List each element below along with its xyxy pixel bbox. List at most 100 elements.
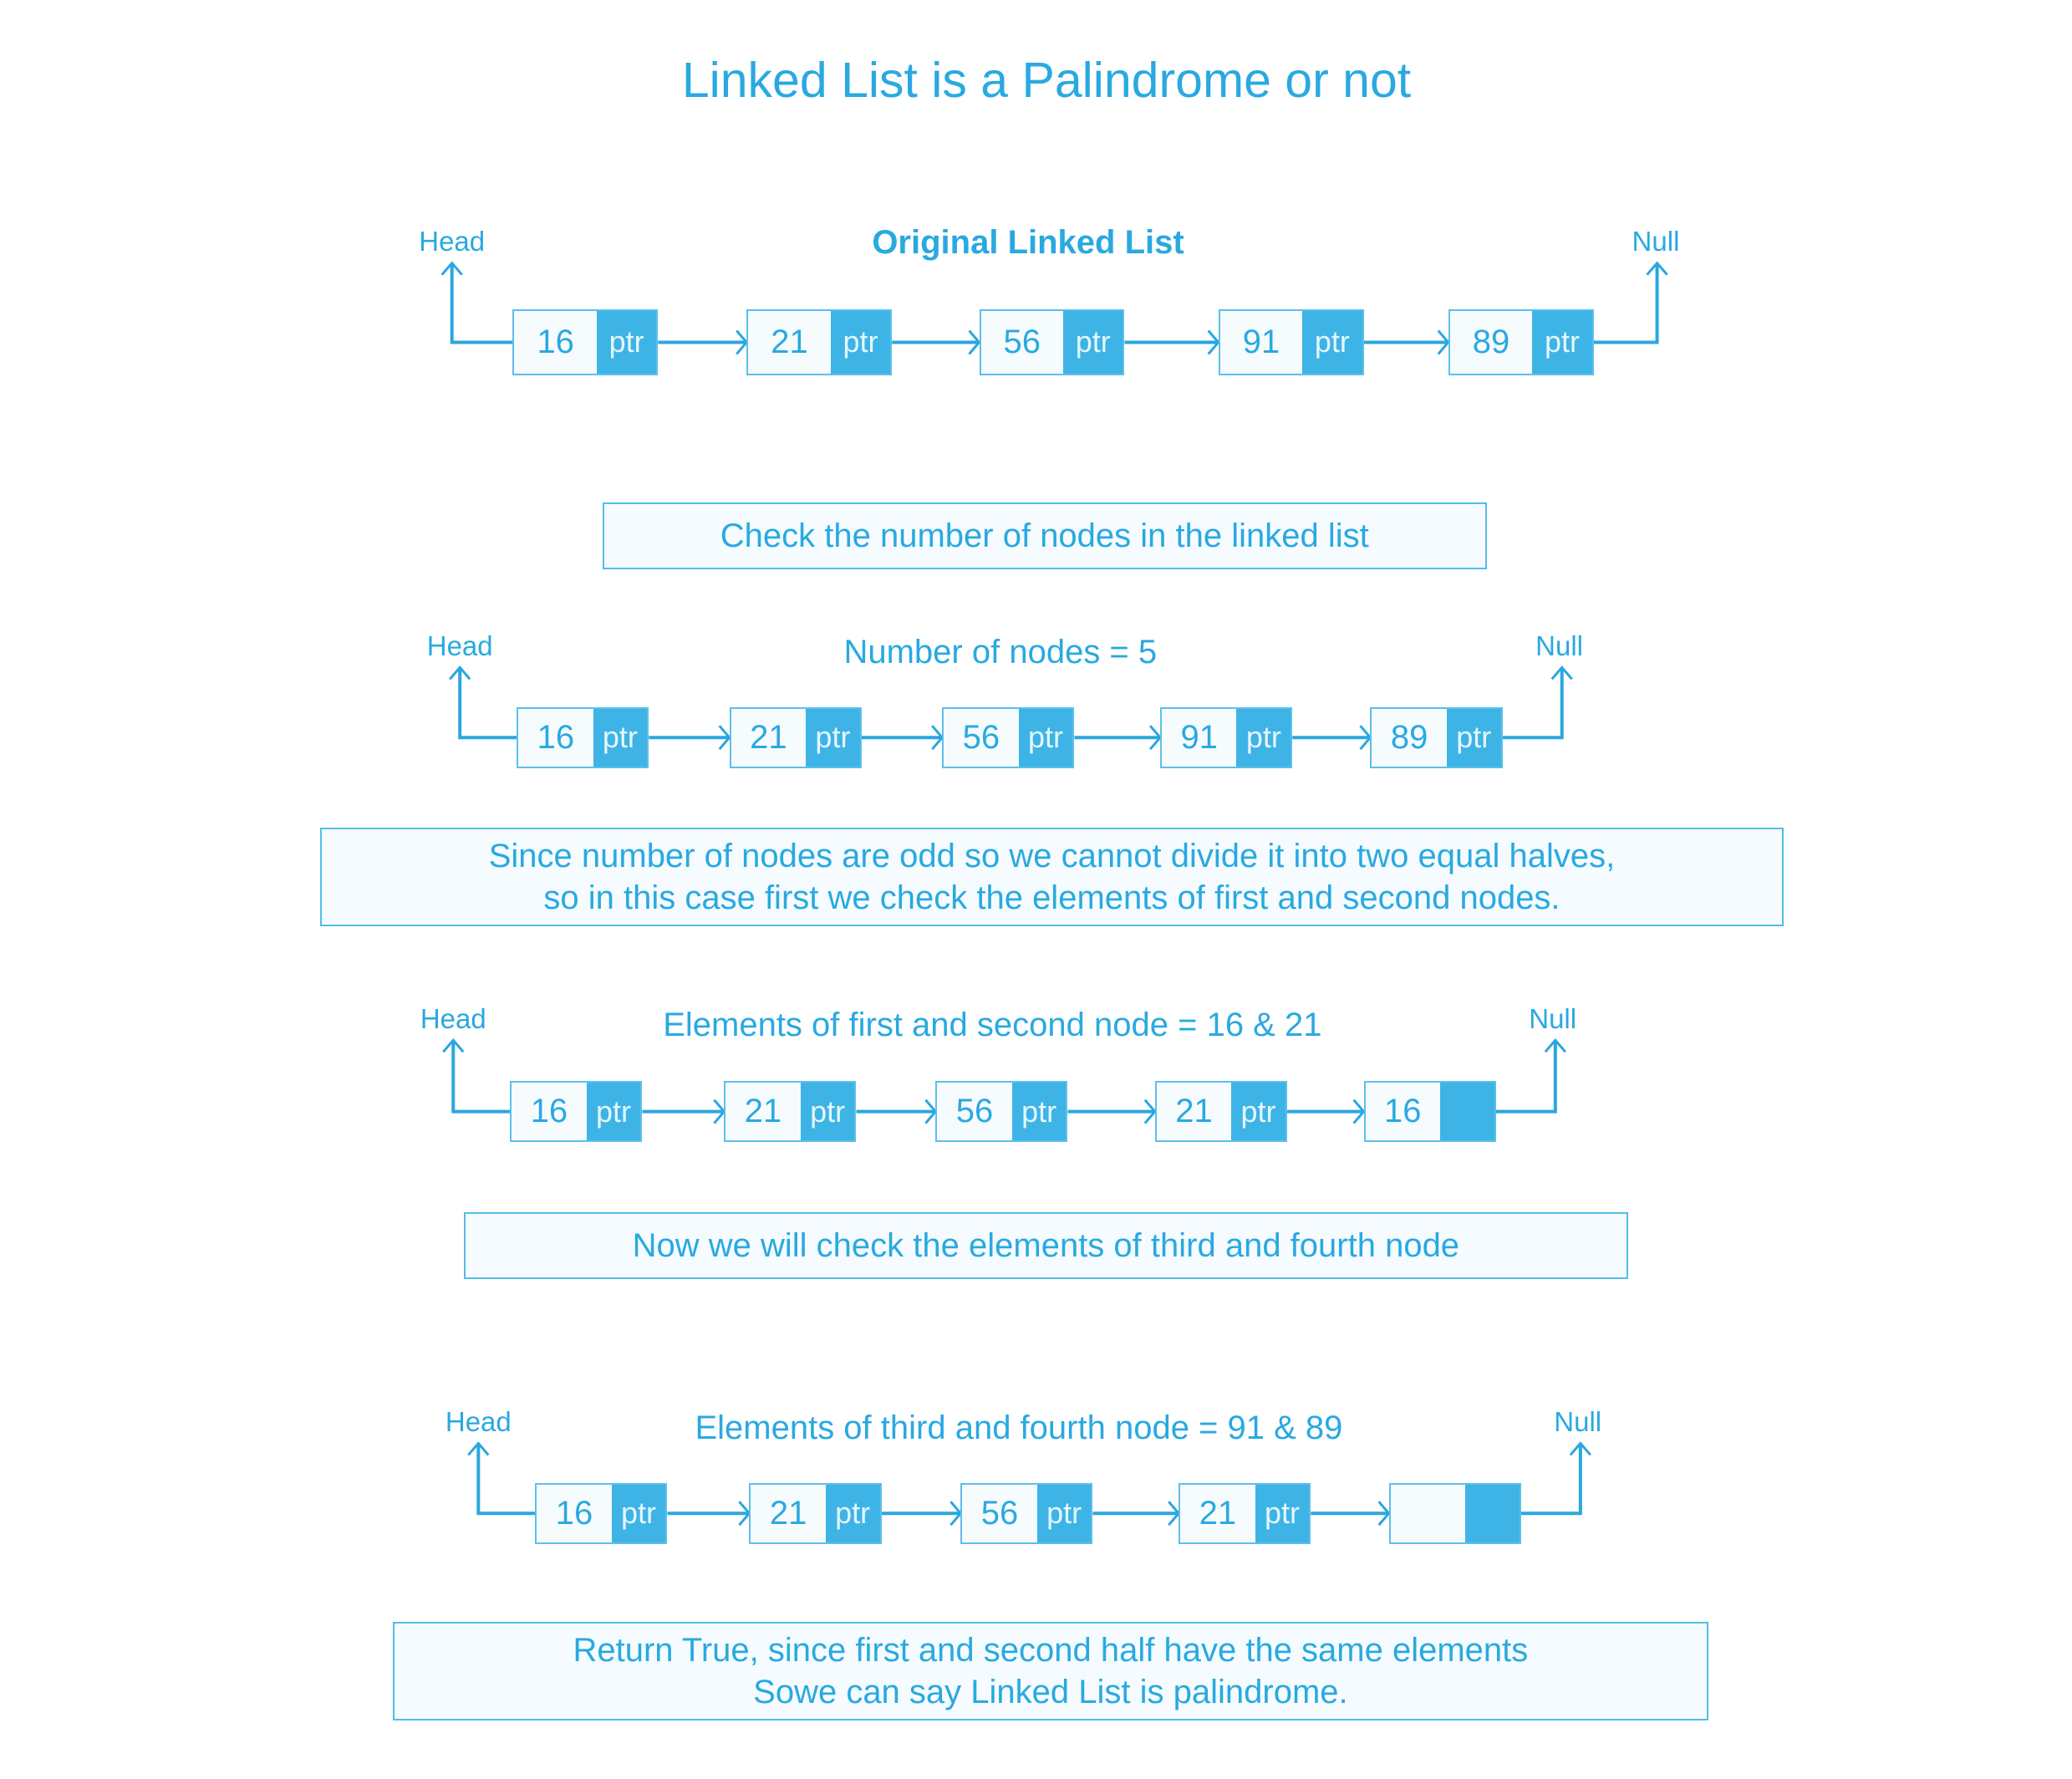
node-value: 89 (1390, 718, 1428, 756)
list-node: 21 ptr (746, 308, 893, 375)
step-caption: Elements of third and fourth node = 91 &… (695, 1409, 1343, 1446)
node-value: 21 (771, 323, 808, 360)
arrowhead-icon (931, 725, 944, 751)
step-note-box: Now we will check the elements of third … (463, 1211, 1628, 1280)
node-value: 56 (955, 1093, 994, 1130)
node-value: 56 (962, 718, 1000, 756)
list-node: 16 ptr (535, 1482, 668, 1544)
arrowhead-icon (1352, 1098, 1366, 1124)
node-value: 89 (1472, 323, 1510, 360)
step-note-line: Now we will check the elements of third … (632, 1227, 1460, 1265)
step-note-line: Return True, since first and second half… (573, 1632, 1529, 1669)
arrowhead-icon (1148, 725, 1163, 751)
head-arrow-icon (442, 1037, 465, 1053)
node-pointer: ptr (586, 1083, 641, 1140)
head-label: Head (420, 1003, 486, 1035)
node-pointer: ptr (1011, 1083, 1067, 1140)
step-note-line: Since number of nodes are odd so we cann… (488, 837, 1616, 874)
null-connector-line (1593, 263, 1659, 344)
node-pointer: ptr (800, 1083, 855, 1140)
list-node: 21 ptr (1154, 1081, 1287, 1142)
arrowhead-icon (924, 1098, 938, 1124)
node-pointer (1464, 1484, 1520, 1542)
arrowhead-icon (968, 329, 981, 355)
arrowhead-icon (1168, 1501, 1181, 1527)
null-connector-line (1520, 1443, 1582, 1516)
node-pointer: ptr (1446, 708, 1501, 767)
arrowhead-icon (949, 1501, 963, 1527)
node-pointer: ptr (1532, 310, 1592, 374)
null-label: Null (1529, 1003, 1577, 1035)
null-arrow-icon (1646, 261, 1668, 276)
step-caption: Original Linked List (872, 223, 1184, 261)
node-pointer: ptr (611, 1484, 666, 1542)
node-pointer: ptr (593, 708, 648, 767)
null-arrow-icon (1550, 665, 1573, 681)
node-value: 21 (1175, 1093, 1213, 1130)
arrowhead-icon (713, 1098, 726, 1124)
step-note-line: so in this case first we check the eleme… (543, 879, 1560, 916)
node-pointer: ptr (806, 708, 860, 767)
head-label: Head (445, 1406, 512, 1438)
node-pointer: ptr (1231, 1083, 1285, 1140)
node-value: 21 (769, 1494, 807, 1532)
node-value (1391, 1485, 1465, 1542)
node-pointer: ptr (830, 310, 891, 374)
node-pointer: ptr (825, 1484, 880, 1542)
arrowhead-icon (1207, 329, 1220, 355)
arrowhead-icon (738, 1501, 751, 1527)
step-note-line: Check the number of nodes in the linked … (720, 517, 1369, 555)
step-note-box: Return True, since first and second half… (392, 1621, 1709, 1721)
null-label: Null (1632, 226, 1680, 257)
list-node: 56 ptr (960, 1482, 1093, 1544)
arrowhead-icon (1359, 725, 1372, 751)
list-node: 89 ptr (1448, 308, 1594, 375)
arrowhead-icon (736, 329, 749, 355)
node-value: 56 (1003, 323, 1041, 360)
head-connector-line (451, 1040, 511, 1114)
node-value: 16 (1384, 1093, 1422, 1130)
head-arrow-icon (467, 1441, 490, 1456)
list-node: 21 ptr (729, 706, 862, 768)
null-arrow-icon (1544, 1037, 1566, 1053)
list-node: 56 ptr (935, 1081, 1068, 1142)
list-node: 21 ptr (1179, 1482, 1311, 1544)
node-pointer: ptr (1018, 708, 1073, 767)
list-node: 21 ptr (749, 1482, 882, 1544)
list-node: 89 ptr (1370, 706, 1503, 768)
step-note-box: Since number of nodes are odd so we cann… (319, 827, 1784, 927)
list-node: 16 (1363, 1081, 1496, 1142)
node-value: 91 (1180, 718, 1219, 756)
node-value: 91 (1242, 323, 1280, 360)
node-pointer: ptr (1255, 1484, 1310, 1542)
node-pointer (1439, 1083, 1494, 1140)
node-value: 21 (750, 718, 787, 756)
arrowhead-icon (1437, 329, 1450, 355)
head-arrow-icon (449, 665, 471, 681)
list-node: 91 ptr (1160, 706, 1293, 768)
head-label: Head (419, 226, 486, 257)
node-value: 56 (980, 1494, 1019, 1532)
arrowhead-icon (1377, 1501, 1391, 1527)
arrowhead-icon (718, 725, 731, 751)
null-arrow-icon (1569, 1441, 1592, 1456)
node-value: 21 (1199, 1494, 1237, 1532)
arrowhead-icon (1143, 1098, 1157, 1124)
null-connector-line (1495, 1040, 1557, 1114)
step-caption: Number of nodes = 5 (843, 633, 1158, 670)
diagram-title: Linked List is a Palindrome or not (681, 53, 1412, 108)
null-label: Null (1554, 1406, 1602, 1438)
head-connector-line (476, 1443, 536, 1516)
node-value: 16 (555, 1494, 593, 1532)
node-pointer: ptr (1036, 1484, 1092, 1542)
step-note-box: Check the number of nodes in the linked … (602, 502, 1487, 570)
list-node (1388, 1482, 1521, 1544)
node-pointer: ptr (1236, 708, 1291, 767)
step-caption: Elements of first and second node = 16 &… (663, 1006, 1322, 1043)
head-label: Head (426, 630, 493, 662)
